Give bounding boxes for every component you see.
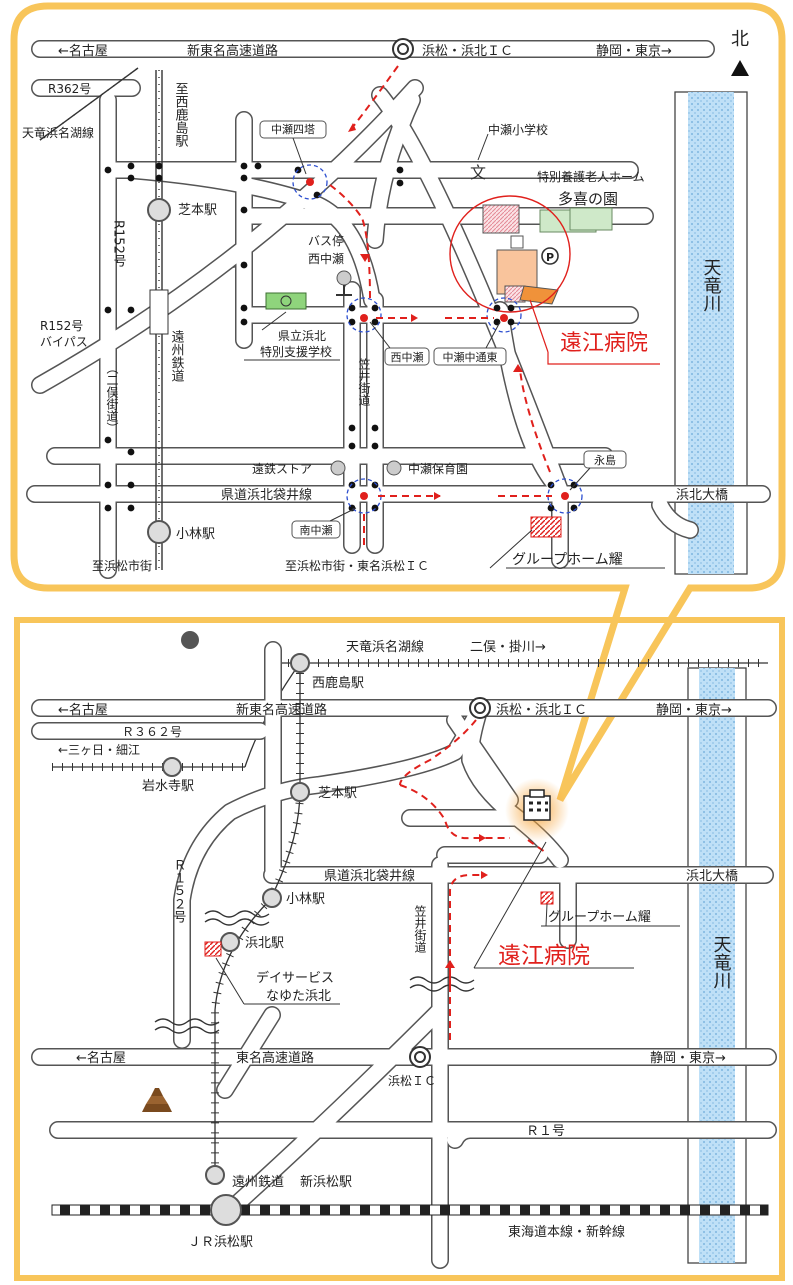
ov-kobayashi-label: 小林駅: [286, 892, 325, 907]
shibamoto-station-marker: [147, 198, 171, 222]
ov-shibamoto-label: 芝本駅: [318, 785, 357, 801]
kasai-kaido-label: 笠井街道: [357, 357, 371, 406]
to-hamamatsu-city-label: 至浜松市街: [92, 558, 152, 573]
nursing-home-name-label: 多喜の園: [558, 190, 618, 208]
school-label-2: 特別支援学校: [260, 344, 332, 359]
detail-frame: [10, 2, 786, 802]
hospital-highlight-circle: [449, 195, 571, 313]
ov-hamakita-station-label: 浜北駅: [245, 936, 284, 951]
ov-hamakita-bridge-label: 浜北大橋: [686, 869, 738, 884]
ov-to-shizuoka-label: 静岡・東京→: [656, 702, 732, 718]
ov-prefectural-road-label: 県道浜北袋井線: [324, 868, 415, 884]
ov-r152-label: Ｒ１５２号: [171, 858, 187, 923]
entetsu-store-marker: [330, 460, 346, 476]
to-shizuoka-label: 静岡・東京→: [596, 43, 672, 59]
ov-tokaido-label: 東海道本線・新幹線: [508, 1224, 625, 1240]
detail-roads: [26, 40, 771, 579]
overview-map: 天竜浜名湖線 二俣・掛川→ 西鹿島駅 ←名古屋 新東名高速道路 浜松・浜北ＩＣ …: [14, 617, 785, 1281]
detail-labels: ←名古屋 新東名高速道路 浜松・浜北ＩＣ 静岡・東京→ R362号 天竜浜名湖線…: [22, 43, 728, 573]
group-home-label-detail: グループホーム耀: [512, 552, 623, 568]
futamata-kaido-label: （二俣街道）: [105, 362, 119, 434]
ov-to-mikkabi-label: ←三ヶ日・細江: [58, 743, 140, 757]
prefectural-road-label: 県道浜北袋井線: [221, 487, 312, 503]
ov-r1-label: Ｒ１号: [526, 1124, 565, 1139]
nakaze-nakadori-higashi-label: 中瀬中通東: [443, 350, 498, 364]
nishi-kashima-vertical-label: 至西鹿島駅: [173, 82, 189, 148]
r362-label: R362号: [48, 82, 91, 96]
minami-nakaze-label: 南中瀬: [300, 523, 333, 537]
ov-group-home-label: グループホーム耀: [548, 910, 651, 925]
to-nagoya-label: ←名古屋: [58, 43, 108, 59]
bus-stop-name-label: 西中瀬: [308, 251, 344, 266]
nakaze-nursery-label: 中瀬保育園: [408, 461, 468, 476]
nakaze-elementary-label: 中瀬小学校: [488, 122, 548, 137]
bus-stop-label: バス停: [308, 233, 344, 248]
r152-bypass-label-2: バイパス: [40, 335, 88, 349]
hamakita-bridge-label: 浜北大橋: [676, 488, 728, 503]
shibamoto-station-label: 芝本駅: [178, 202, 217, 218]
nursing-home-type-label: 特別養護老人ホーム: [537, 169, 645, 184]
to-hamamatsu-tomei-label: 至浜松市街・東名浜松ＩＣ: [285, 558, 429, 573]
ov-to-nagoya-label: ←名古屋: [58, 702, 108, 718]
ov-shin-tomei-label: 新東名高速道路: [236, 702, 327, 718]
jr-line: [51, 1204, 769, 1216]
school-label-1: 県立浜北: [278, 328, 326, 343]
shin-tomei-label: 新東名高速道路: [187, 43, 278, 59]
ov-interchange-label: 浜松・浜北ＩＣ: [496, 703, 587, 718]
hospital-icon: [523, 789, 551, 821]
overview-roads: [31, 631, 777, 1269]
r152-bypass-label-1: R152号: [40, 319, 83, 333]
detail-route: [329, 65, 552, 545]
detail-railways: [39, 67, 169, 570]
north-label: 北: [731, 29, 749, 50]
ov-to-shizuoka-tomei-label: 静岡・東京→: [650, 1050, 726, 1066]
enshu-railway-vertical-label: 遠州鉄道: [169, 330, 185, 382]
ov-day-service-label-2: なゆた浜北: [266, 989, 331, 1004]
overview-route: [399, 719, 546, 1040]
svg-text:文: 文: [470, 163, 486, 182]
ov-tomei-label: 東名高速道路: [236, 1050, 314, 1066]
tenryu-hamana-line-label: 天竜浜名湖線: [22, 125, 94, 140]
ov-tenryu-river-label: 天竜川: [711, 935, 732, 989]
ov-day-service-label-1: デイサービス: [256, 970, 334, 986]
hospital-label-detail: 遠江病院: [560, 331, 648, 356]
overview-frame: [14, 617, 785, 1281]
day-service-marker: [204, 941, 222, 957]
group-home-overview: [540, 891, 554, 905]
r152-vertical-label: R152号: [111, 220, 127, 267]
ov-shin-hamamatsu-label: 新浜松駅: [300, 1174, 352, 1190]
group-home-detail: [530, 516, 562, 538]
ov-kasai-kaido-label: 笠井街道: [413, 904, 427, 953]
nakaze-yotsukado-label: 中瀬四塔: [271, 122, 315, 136]
detail-map: P 文: [10, 2, 786, 802]
ov-enshu-railway-label: 遠州鉄道: [232, 1175, 284, 1190]
eishima-label: 永島: [594, 453, 616, 467]
ov-iwamizudera-label: 岩水寺駅: [142, 779, 194, 794]
entetsu-store-label: 遠鉄ストア: [252, 461, 312, 476]
kobayashi-station-label: 小林駅: [176, 527, 215, 542]
svg-text:P: P: [546, 251, 554, 264]
ov-r362-label: Ｒ３６２号: [122, 725, 182, 739]
overview-labels: 天竜浜名湖線 二俣・掛川→ 西鹿島駅 ←名古屋 新東名高速道路 浜松・浜北ＩＣ …: [58, 639, 738, 1250]
detail-key-intersections: [292, 164, 583, 514]
ov-to-futamata-label: 二俣・掛川→: [470, 640, 546, 655]
ov-nishi-kashima-label: 西鹿島駅: [312, 675, 364, 691]
kobayashi-station-marker: [147, 520, 171, 544]
nakaze-nursery-marker: [386, 460, 402, 476]
ov-to-nagoya-tomei-label: ←名古屋: [76, 1050, 126, 1066]
ov-hospital-label: 遠江病院: [498, 943, 590, 969]
castle-icon: [142, 1088, 172, 1112]
overview-enshu-railway: [211, 663, 304, 1180]
school-building: [265, 292, 307, 310]
tenryu-river-label-detail: 天竜川: [701, 258, 722, 312]
interchange-label: 浜松・浜北ＩＣ: [422, 44, 513, 59]
north-arrow-icon: [731, 60, 749, 76]
overview-tenryu-line: [52, 659, 768, 771]
ov-tenryu-line-label: 天竜浜名湖線: [346, 639, 424, 655]
nishi-nakaze-label: 西中瀬: [391, 350, 424, 364]
ov-hamamatsu-ic-label: 浜松ＩＣ: [388, 1074, 436, 1088]
ov-jr-hamamatsu-label: ＪＲ浜松駅: [188, 1235, 253, 1250]
